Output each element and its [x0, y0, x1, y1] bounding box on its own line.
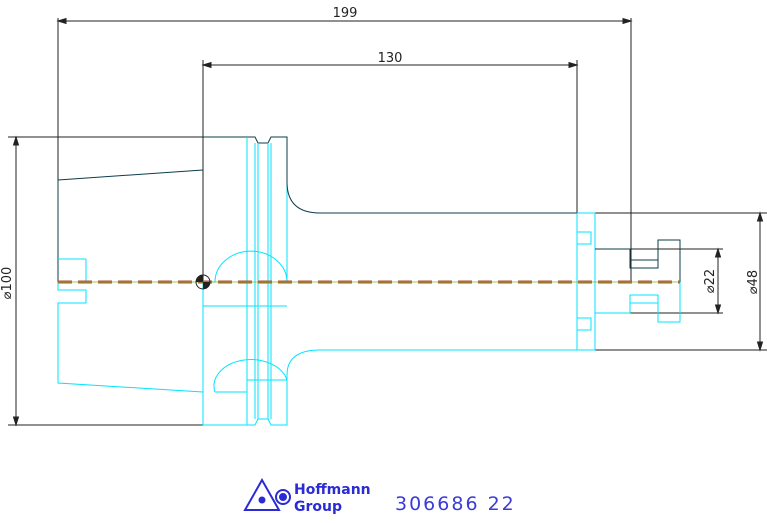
- dimension-overall-length: [56, 17, 633, 282]
- dimension-shank-diameter-label: ⌀48: [746, 270, 761, 294]
- dimension-flange-diameter: [8, 135, 203, 427]
- gauge-point-marker: [195, 274, 211, 290]
- hoffmann-logo: Hoffmann Group: [243, 477, 371, 515]
- dimension-bore-diameter-label: ⌀22: [703, 269, 718, 293]
- logo-mark-icon: [243, 477, 291, 511]
- dimension-bore-diameter: [630, 247, 723, 315]
- dimension-overall-length-label: 199: [333, 6, 358, 21]
- extension-body: [286, 181, 596, 376]
- dimension-gauge-length-label: 130: [378, 51, 403, 66]
- brand-group: Group: [294, 499, 342, 515]
- dimension-flange-diameter-label: ⌀100: [0, 267, 15, 300]
- dimension-gauge-length: [201, 60, 579, 282]
- dimension-shank-diameter: [577, 211, 767, 352]
- part-number: 306686 22: [395, 493, 516, 515]
- tip-spigot: [595, 239, 681, 323]
- brand-name: Hoffmann: [294, 482, 371, 498]
- taper-shank: [57, 169, 204, 393]
